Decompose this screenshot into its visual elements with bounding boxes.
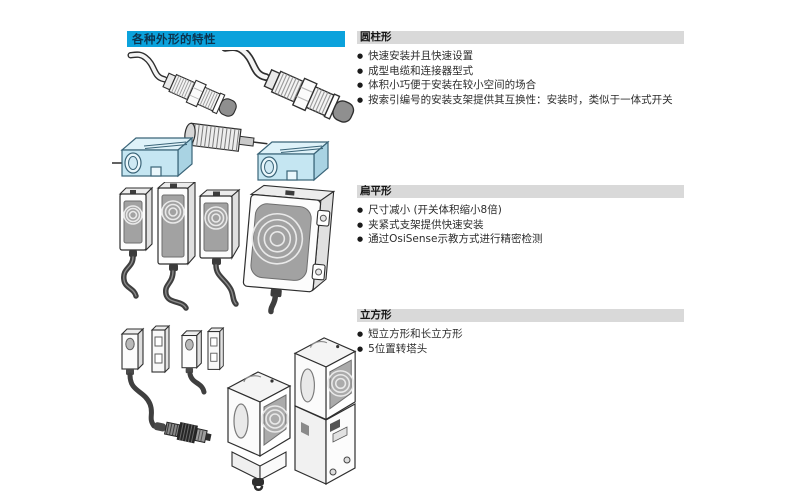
cylindrical-sensor-small bbox=[122, 51, 240, 121]
mounting-plate-1 bbox=[151, 325, 170, 373]
section-title-cubic: 立方形 bbox=[357, 309, 684, 322]
long-cubic-sensor bbox=[294, 337, 356, 486]
short-cubic-sensor bbox=[227, 371, 291, 491]
bullet-icon: ● bbox=[357, 330, 364, 338]
list-item: ● 快速安装并且快速设置 bbox=[357, 49, 684, 64]
bullet-icon: ● bbox=[357, 95, 364, 104]
bullet-text: 快速安装并且快速设置 bbox=[368, 50, 474, 62]
bullet-text: 尺寸减小 (开关体积缩小8倍) bbox=[368, 204, 502, 216]
bullet-list-cylindrical: ● 快速安装并且快速设置 ● 成型电缆和连接器型式 ● 体积小巧便于安装在较小空间的场… bbox=[357, 49, 684, 107]
illustration-flat bbox=[108, 180, 353, 320]
illustration-cylindrical bbox=[110, 50, 360, 189]
list-item: ● 尺寸减小 (开关体积缩小8倍) bbox=[357, 203, 684, 218]
section-title-cylindrical: 圆柱形 bbox=[357, 31, 684, 44]
bullet-text: 通过OsiSense示教方式进行精密检测 bbox=[368, 233, 543, 245]
mini-cubic-sensor-1 bbox=[121, 328, 144, 376]
mounting-plate-2 bbox=[207, 327, 224, 370]
mounting-clamp-left bbox=[121, 137, 193, 177]
sensor-cable bbox=[187, 371, 207, 395]
sensor-cable bbox=[127, 372, 157, 429]
bullet-list-flat: ● 尺寸减小 (开关体积缩小8倍) ● 夹紧式支架提供快速安装 ● 通过OsiSens… bbox=[357, 203, 684, 247]
illustration-cubic bbox=[110, 320, 375, 496]
flat-sensor-2 bbox=[156, 180, 197, 311]
list-item: ● 短立方形和长立方形 bbox=[357, 327, 684, 342]
list-item: ● 5位置转塔头 bbox=[357, 342, 684, 357]
bullet-icon: ● bbox=[357, 206, 364, 214]
cylindrical-sensor-large bbox=[215, 50, 358, 129]
bullet-icon: ● bbox=[357, 344, 364, 353]
bullet-icon: ● bbox=[357, 52, 364, 60]
bullet-text: 成型电缆和连接器型式 bbox=[368, 64, 474, 77]
bullet-text: 体积小巧便于安装在较小空间的场合 bbox=[368, 79, 537, 91]
flat-sensors-drawing bbox=[118, 180, 336, 315]
flat-sensor-3 bbox=[198, 188, 241, 307]
list-item: ● 按索引编号的安装支架提供其互换性：安装时，类似于一体式开关 bbox=[357, 93, 684, 108]
bullet-text: 短立方形和长立方形 bbox=[368, 328, 463, 340]
section-title-flat: 扁平形 bbox=[357, 185, 684, 198]
section-flat: 扁平形 ● 尺寸减小 (开关体积缩小8倍) ● 夹紧式支架提供快速安装 ● 通过Osi… bbox=[357, 185, 684, 247]
bullet-icon: ● bbox=[357, 66, 364, 75]
bullet-text: 5位置转塔头 bbox=[368, 342, 428, 355]
list-item: ● 通过OsiSense示教方式进行精密检测 bbox=[357, 232, 684, 247]
bullet-icon: ● bbox=[357, 220, 364, 229]
list-item: ● 成型电缆和连接器型式 bbox=[357, 64, 684, 79]
list-item: ● 体积小巧便于安装在较小空间的场合 bbox=[357, 78, 684, 93]
m12-connector bbox=[153, 421, 212, 444]
list-item: ● 夹紧式支架提供快速安装 bbox=[357, 218, 684, 233]
section-cylindrical: 圆柱形 ● 快速安装并且快速设置 ● 成型电缆和连接器型式 ● 体积小巧便于安装在较小… bbox=[357, 31, 684, 107]
bullet-text: 夹紧式支架提供快速安装 bbox=[368, 218, 484, 231]
flat-sensor-large bbox=[242, 184, 336, 315]
bullet-text: 按索引编号的安装支架提供其互换性：安装时，类似于一体式开关 bbox=[368, 93, 673, 106]
mounting-clamp-right bbox=[257, 141, 329, 181]
flat-sensor-1 bbox=[118, 186, 154, 299]
cylindrical-sensors-drawing bbox=[112, 50, 360, 181]
cubic-sensors-drawing bbox=[121, 325, 356, 491]
bullet-icon: ● bbox=[357, 81, 364, 89]
bullet-list-cubic: ● 短立方形和长立方形 ● 5位置转塔头 bbox=[357, 327, 684, 356]
mini-cubic-sensor-2 bbox=[181, 330, 202, 374]
section-cubic: 立方形 ● 短立方形和长立方形 ● 5位置转塔头 bbox=[357, 309, 684, 356]
bullet-icon: ● bbox=[357, 235, 364, 243]
threaded-barrel-sensor bbox=[184, 122, 268, 152]
page-title: 各种外形的特性 bbox=[127, 31, 345, 47]
